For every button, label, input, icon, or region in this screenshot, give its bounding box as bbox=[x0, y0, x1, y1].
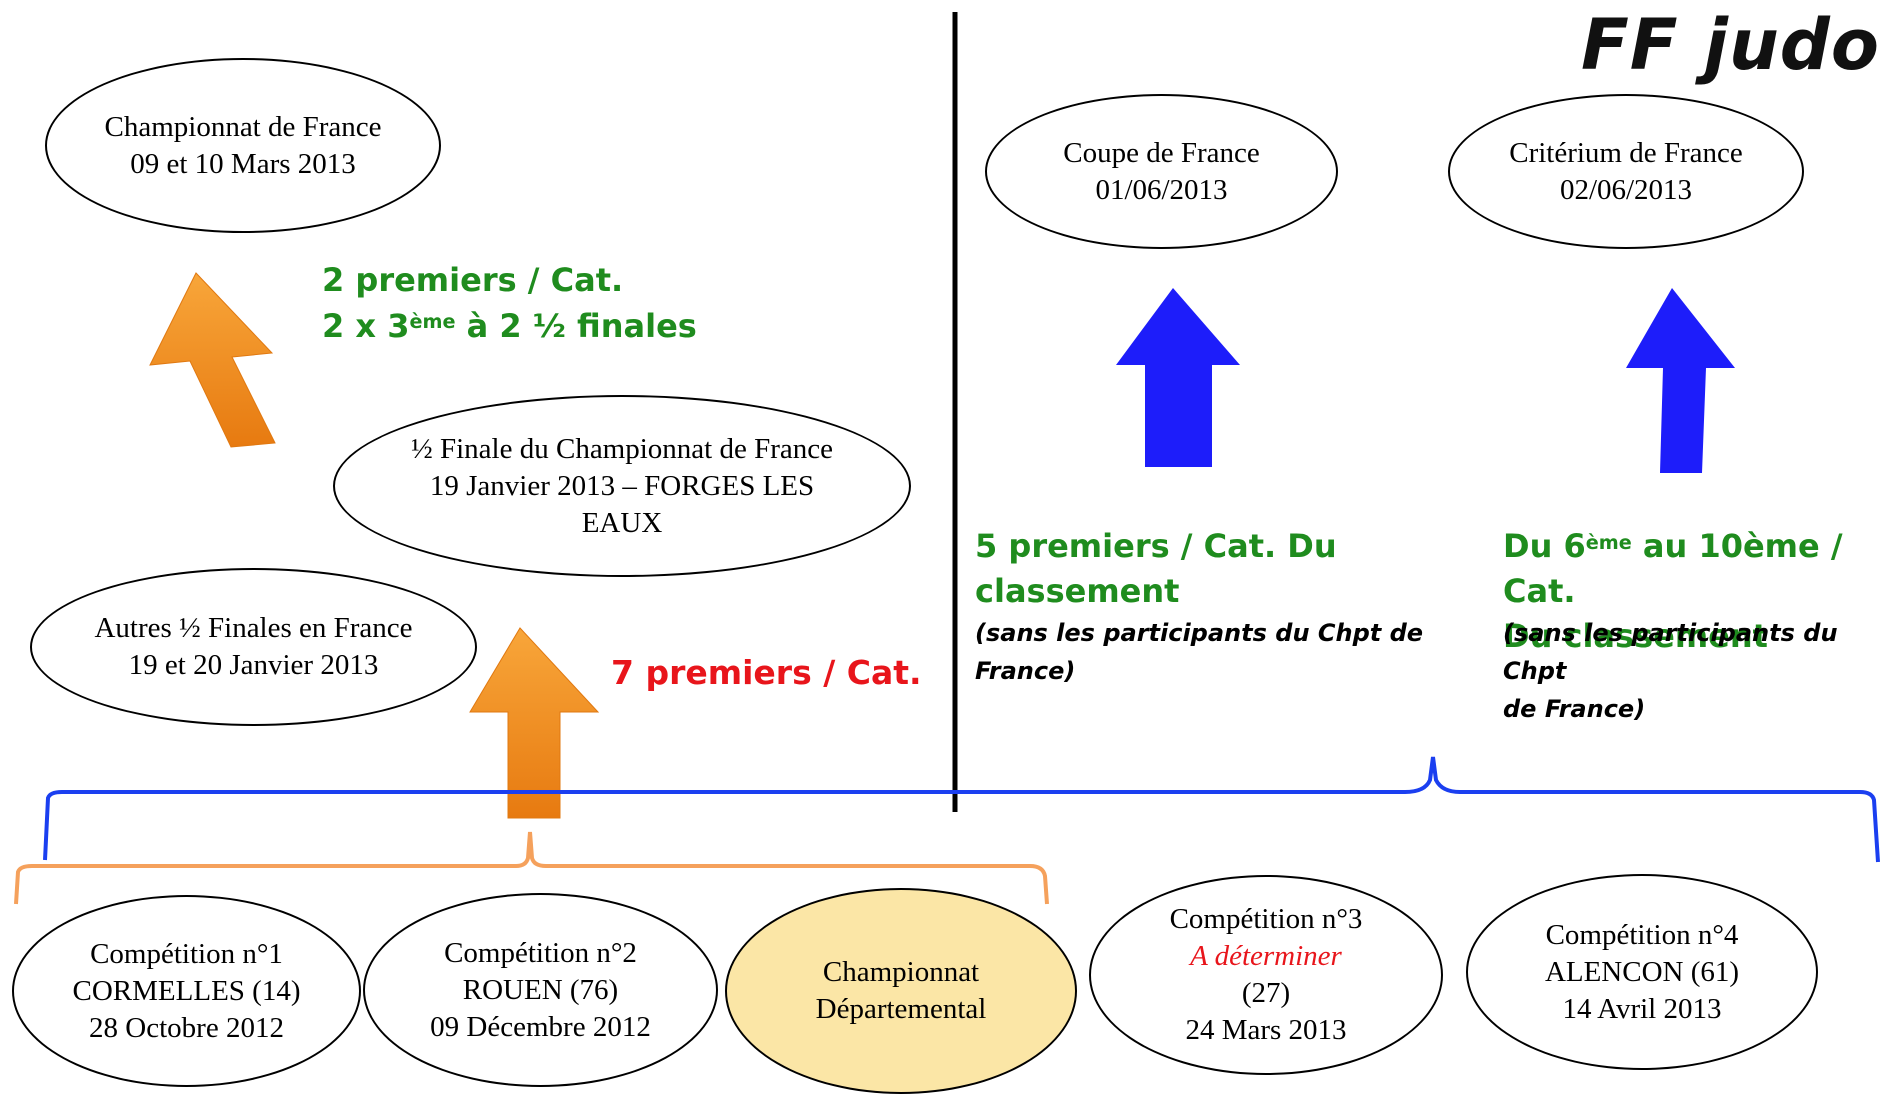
coupe-france-ellipse: Coupe de France 01/06/2013 bbox=[985, 94, 1338, 249]
criterium-france-ellipse: Critérium de France 02/06/2013 bbox=[1448, 94, 1804, 249]
demi-finale-line3: EAUX bbox=[581, 506, 663, 539]
note-coupe-italic2: France) bbox=[975, 657, 1076, 685]
blue-brace bbox=[43, 756, 1880, 863]
championnat-france-title: Championnat de France bbox=[104, 110, 382, 143]
note-coupe-italic1: (sans les participants du Chpt de bbox=[975, 619, 1424, 647]
departemental-line1: Championnat bbox=[822, 956, 980, 988]
competition-2-line2: ROUEN (76) bbox=[462, 973, 619, 1006]
note-criterium-italic: (sans les participants du Chpt de France… bbox=[1503, 614, 1896, 728]
note-7-premiers: 7 premiers / Cat. bbox=[611, 653, 922, 692]
departemental-line2: Départemental bbox=[815, 993, 987, 1025]
championnat-france-ellipse: Championnat de France 09 et 10 Mars 2013 bbox=[45, 58, 441, 233]
criterium-date: 02/06/2013 bbox=[1559, 173, 1693, 206]
demi-finale-line2: 19 Janvier 2013 – FORGES LES bbox=[429, 469, 815, 502]
competition-3-ellipse: Compétition n°3 A déterminer (27) 24 Mar… bbox=[1089, 875, 1443, 1075]
demi-finale-ellipse: ½ Finale du Championnat de France 19 Jan… bbox=[333, 395, 911, 577]
competition-1-line1: Compétition n°1 bbox=[90, 937, 283, 970]
note-coupe-italic: (sans les participants du Chpt de France… bbox=[975, 614, 1423, 690]
note-criterium: Du 6ème au 10ème / Cat. Du classement bbox=[1503, 524, 1896, 659]
coupe-date: 01/06/2013 bbox=[1095, 173, 1228, 206]
note-criterium-line1: Du 6ème au 10ème / Cat. bbox=[1503, 527, 1843, 610]
competition-1-ellipse: Compétition n°1 CORMELLES (14) 28 Octobr… bbox=[12, 895, 361, 1087]
orange-arrow-lower bbox=[469, 627, 600, 819]
demi-finale-line1: ½ Finale du Championnat de France bbox=[410, 432, 833, 465]
note-coupe: 5 premiers / Cat. Du classement bbox=[975, 524, 1337, 614]
autres-line2: 19 et 20 Janvier 2013 bbox=[128, 649, 379, 681]
note-2-premiers: 2 premiers / Cat. 2 x 3ème à 2 ½ finales bbox=[322, 257, 697, 349]
competition-3-line3: 24 Mars 2013 bbox=[1185, 1014, 1347, 1046]
competition-4-ellipse: Compétition n°4 ALENCON (61) 14 Avril 20… bbox=[1466, 874, 1818, 1070]
criterium-title: Critérium de France bbox=[1509, 136, 1743, 169]
note-2-premiers-line2: 2 x 3ème à 2 ½ finales bbox=[322, 307, 697, 345]
note-criterium-italic2: de France) bbox=[1503, 695, 1646, 723]
competition-4-line1: Compétition n°4 bbox=[1545, 918, 1739, 951]
orange-brace bbox=[14, 831, 1049, 905]
ffjudo-logo: FF judo bbox=[1580, 4, 1880, 86]
competition-4-line2: ALENCON (61) bbox=[1544, 955, 1740, 988]
competition-1-line3: 28 Octobre 2012 bbox=[89, 1011, 284, 1044]
blue-arrow-coupe bbox=[1116, 288, 1240, 467]
competition-3-line1: Compétition n°3 bbox=[1169, 903, 1363, 935]
note-coupe-line1: 5 premiers / Cat. Du bbox=[975, 527, 1337, 565]
competition-2-ellipse: Compétition n°2 ROUEN (76) 09 Décembre 2… bbox=[363, 893, 718, 1087]
autres-line1: Autres ½ Finales en France bbox=[94, 612, 413, 644]
orange-arrow-upper bbox=[149, 272, 276, 448]
competition-3-line2: A déterminer (27) bbox=[1190, 940, 1342, 1009]
note-criterium-italic1: (sans les participants du Chpt bbox=[1503, 619, 1838, 685]
competition-2-line1: Compétition n°2 bbox=[444, 936, 637, 969]
coupe-title: Coupe de France bbox=[1063, 136, 1260, 169]
competition-2-line3: 09 Décembre 2012 bbox=[430, 1010, 651, 1043]
autres-demi-finales-ellipse: Autres ½ Finales en France 19 et 20 Janv… bbox=[30, 568, 477, 726]
championnat-france-date: 09 et 10 Mars 2013 bbox=[130, 147, 356, 180]
note-criterium-line2: Du classement bbox=[1503, 617, 1768, 655]
note-coupe-line2: classement bbox=[975, 572, 1180, 610]
championnat-departemental-ellipse: Championnat Départemental bbox=[725, 888, 1077, 1094]
competition-1-line2: CORMELLES (14) bbox=[72, 974, 301, 1007]
blue-arrow-criterium bbox=[1626, 288, 1735, 473]
note-2-premiers-line1: 2 premiers / Cat. bbox=[322, 261, 624, 299]
competition-4-line3: 14 Avril 2013 bbox=[1562, 992, 1722, 1025]
